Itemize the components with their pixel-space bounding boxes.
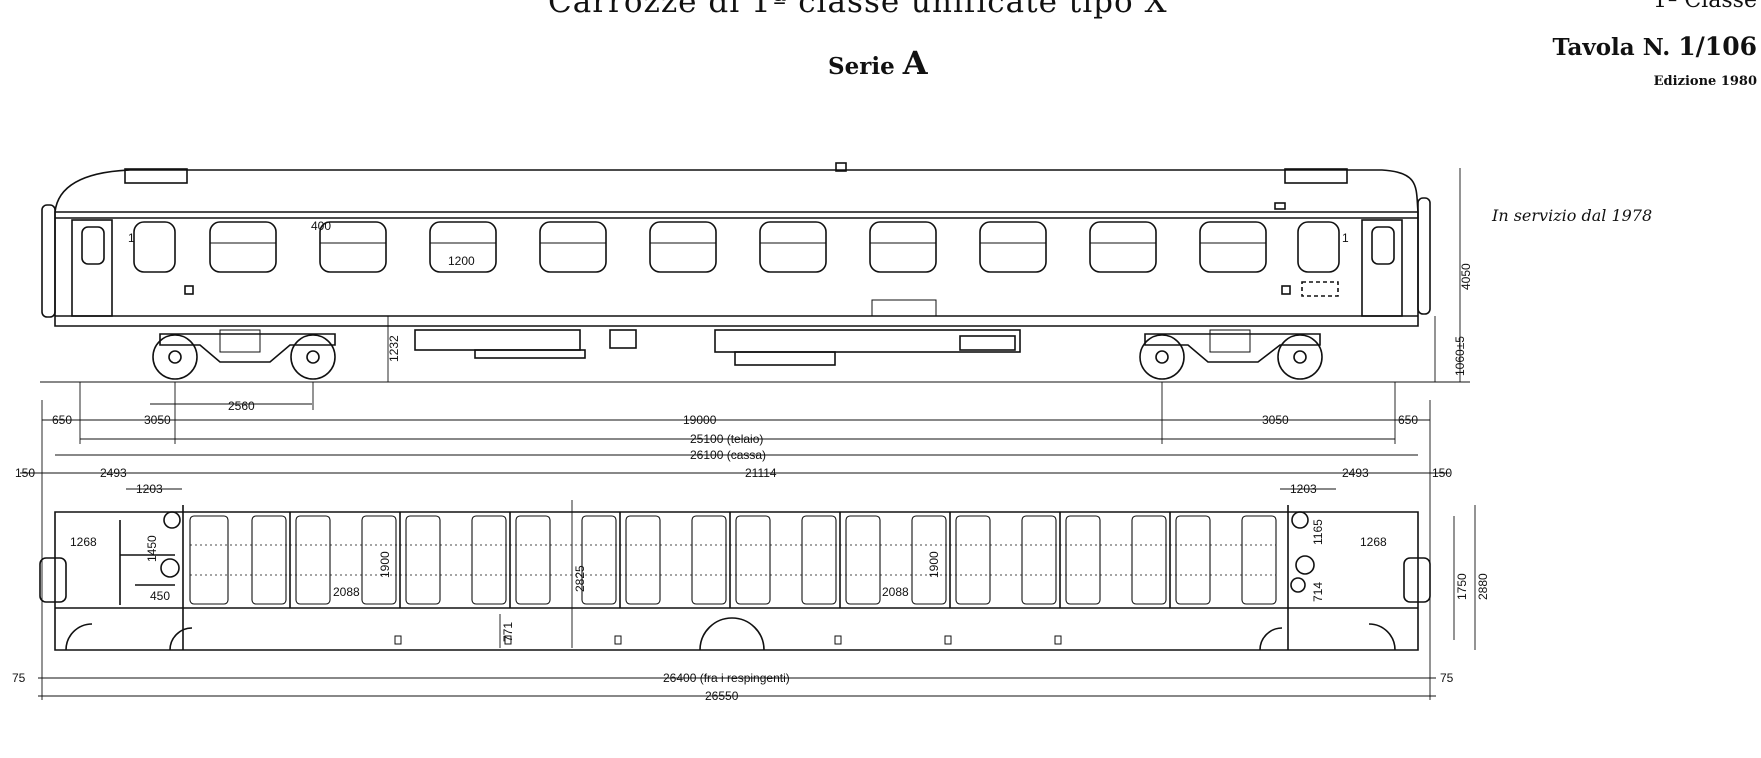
dim-bogie-offset-left: 3050	[144, 413, 171, 427]
window	[429, 221, 497, 273]
roof-lamp	[835, 162, 847, 172]
class-label: 1ª Classe	[1652, 0, 1757, 13]
dim-bogie-pivots: 19000	[683, 413, 717, 427]
dim-washroom-width: 1165	[1311, 519, 1325, 545]
dim-overhang-right: 650	[1398, 413, 1418, 427]
window	[979, 221, 1047, 273]
dim-end-offset-left: 150	[15, 466, 35, 480]
dim-saloon-length: 21114	[745, 466, 777, 480]
window	[869, 221, 937, 273]
bogie-left	[152, 329, 336, 380]
dim-length-buffers: 26400 (fra i respingenti)	[663, 671, 790, 685]
dim-door-width-left: 1203	[136, 482, 163, 496]
roof-vent-left	[124, 168, 188, 184]
plate-value: 1/106	[1678, 32, 1757, 61]
dim-overhang-left: 650	[52, 413, 72, 427]
dim-seat-pitch-left: 2088	[333, 585, 360, 599]
underframe-box	[414, 329, 581, 351]
underframe-box	[714, 329, 1021, 353]
dim-inner-width: 2825	[573, 565, 587, 592]
dim-body-length: 26100 (cassa)	[690, 448, 766, 462]
window	[209, 221, 277, 273]
dim-toilet-door: 450	[150, 589, 170, 603]
washbasin-left	[163, 511, 181, 529]
roof-vent-right	[1284, 168, 1348, 184]
dim-window-height: 400	[311, 219, 331, 233]
carbody-outline	[54, 169, 1419, 327]
dim-wheelbase: 2560	[228, 399, 255, 413]
dim-bogie-offset-right: 3050	[1262, 413, 1289, 427]
door-mark-right: 1	[1342, 231, 1349, 245]
window	[319, 221, 387, 273]
window	[759, 221, 827, 273]
dim-seat-pitch-right: 2088	[882, 585, 909, 599]
drawing-title: Carrozze di 1ª classe unificate tipo X	[548, 0, 1168, 20]
dim-vestibule-right: 2493	[1342, 466, 1369, 480]
door-mark-left: 1	[128, 231, 135, 245]
dim-buffer-offset-left: 75	[12, 671, 26, 685]
window	[1199, 221, 1267, 273]
dimension-lines	[20, 168, 1476, 700]
dim-buffer-spacing: 1750	[1455, 573, 1469, 600]
plan-body-outline	[54, 511, 1419, 651]
builder-plate	[871, 299, 937, 317]
dim-door-depth-left: 1268	[70, 535, 97, 549]
door-right	[1361, 219, 1403, 317]
seat-rows	[189, 515, 1277, 605]
dim-end-offset-right: 150	[1432, 466, 1452, 480]
end-buffer-right	[1417, 197, 1431, 315]
service-note: In servizio dal 1978	[1492, 206, 1653, 225]
plate-number: Tavola N. 1/106	[1553, 32, 1757, 61]
dim-floor-height: 1060±5	[1453, 336, 1467, 376]
window	[1089, 221, 1157, 273]
edition-label: Edizione 1980	[1653, 74, 1757, 89]
dim-washroom-door: 714	[1311, 582, 1325, 602]
toilet-right	[1295, 555, 1315, 575]
bogie-right	[1139, 329, 1323, 380]
dim-compartment-height-left: 1900	[378, 551, 392, 578]
dim-height-total: 4050	[1459, 263, 1473, 290]
gangway-right	[1403, 557, 1431, 603]
series-letter: A	[902, 44, 928, 82]
gangway-left	[39, 557, 67, 603]
dim-length-total: 26550	[705, 689, 739, 703]
dim-corridor-width: 771	[501, 622, 515, 642]
dim-body-width: 2880	[1476, 573, 1490, 600]
door-swing	[699, 617, 765, 651]
dim-toilet-width: 1450	[145, 535, 159, 562]
dim-frame-length: 25100 (telaio)	[690, 432, 763, 446]
door-swing	[1259, 627, 1283, 651]
washbasin-right	[1291, 511, 1309, 529]
dim-buffer-offset-right: 75	[1440, 671, 1454, 685]
window	[133, 221, 176, 273]
plate-word: Tavola N.	[1552, 34, 1671, 61]
dim-door-depth-right: 1268	[1360, 535, 1387, 549]
series-word: Serie	[828, 53, 895, 80]
side-elevation	[40, 162, 1470, 383]
dim-window-width: 1200	[448, 254, 475, 268]
series-label: Serie A	[828, 44, 928, 82]
dim-underframe-depth: 1232	[387, 335, 401, 362]
window	[539, 221, 607, 273]
dim-door-width-right: 1203	[1290, 482, 1317, 496]
toilet-left	[160, 558, 180, 578]
door-left	[71, 219, 113, 317]
dim-vestibule-left: 2493	[100, 466, 127, 480]
end-buffer-left	[41, 204, 56, 318]
plan-view	[39, 505, 1431, 651]
dim-compartment-height-right: 1900	[927, 551, 941, 578]
door-swing	[169, 627, 193, 651]
window	[1297, 221, 1340, 273]
window	[649, 221, 717, 273]
